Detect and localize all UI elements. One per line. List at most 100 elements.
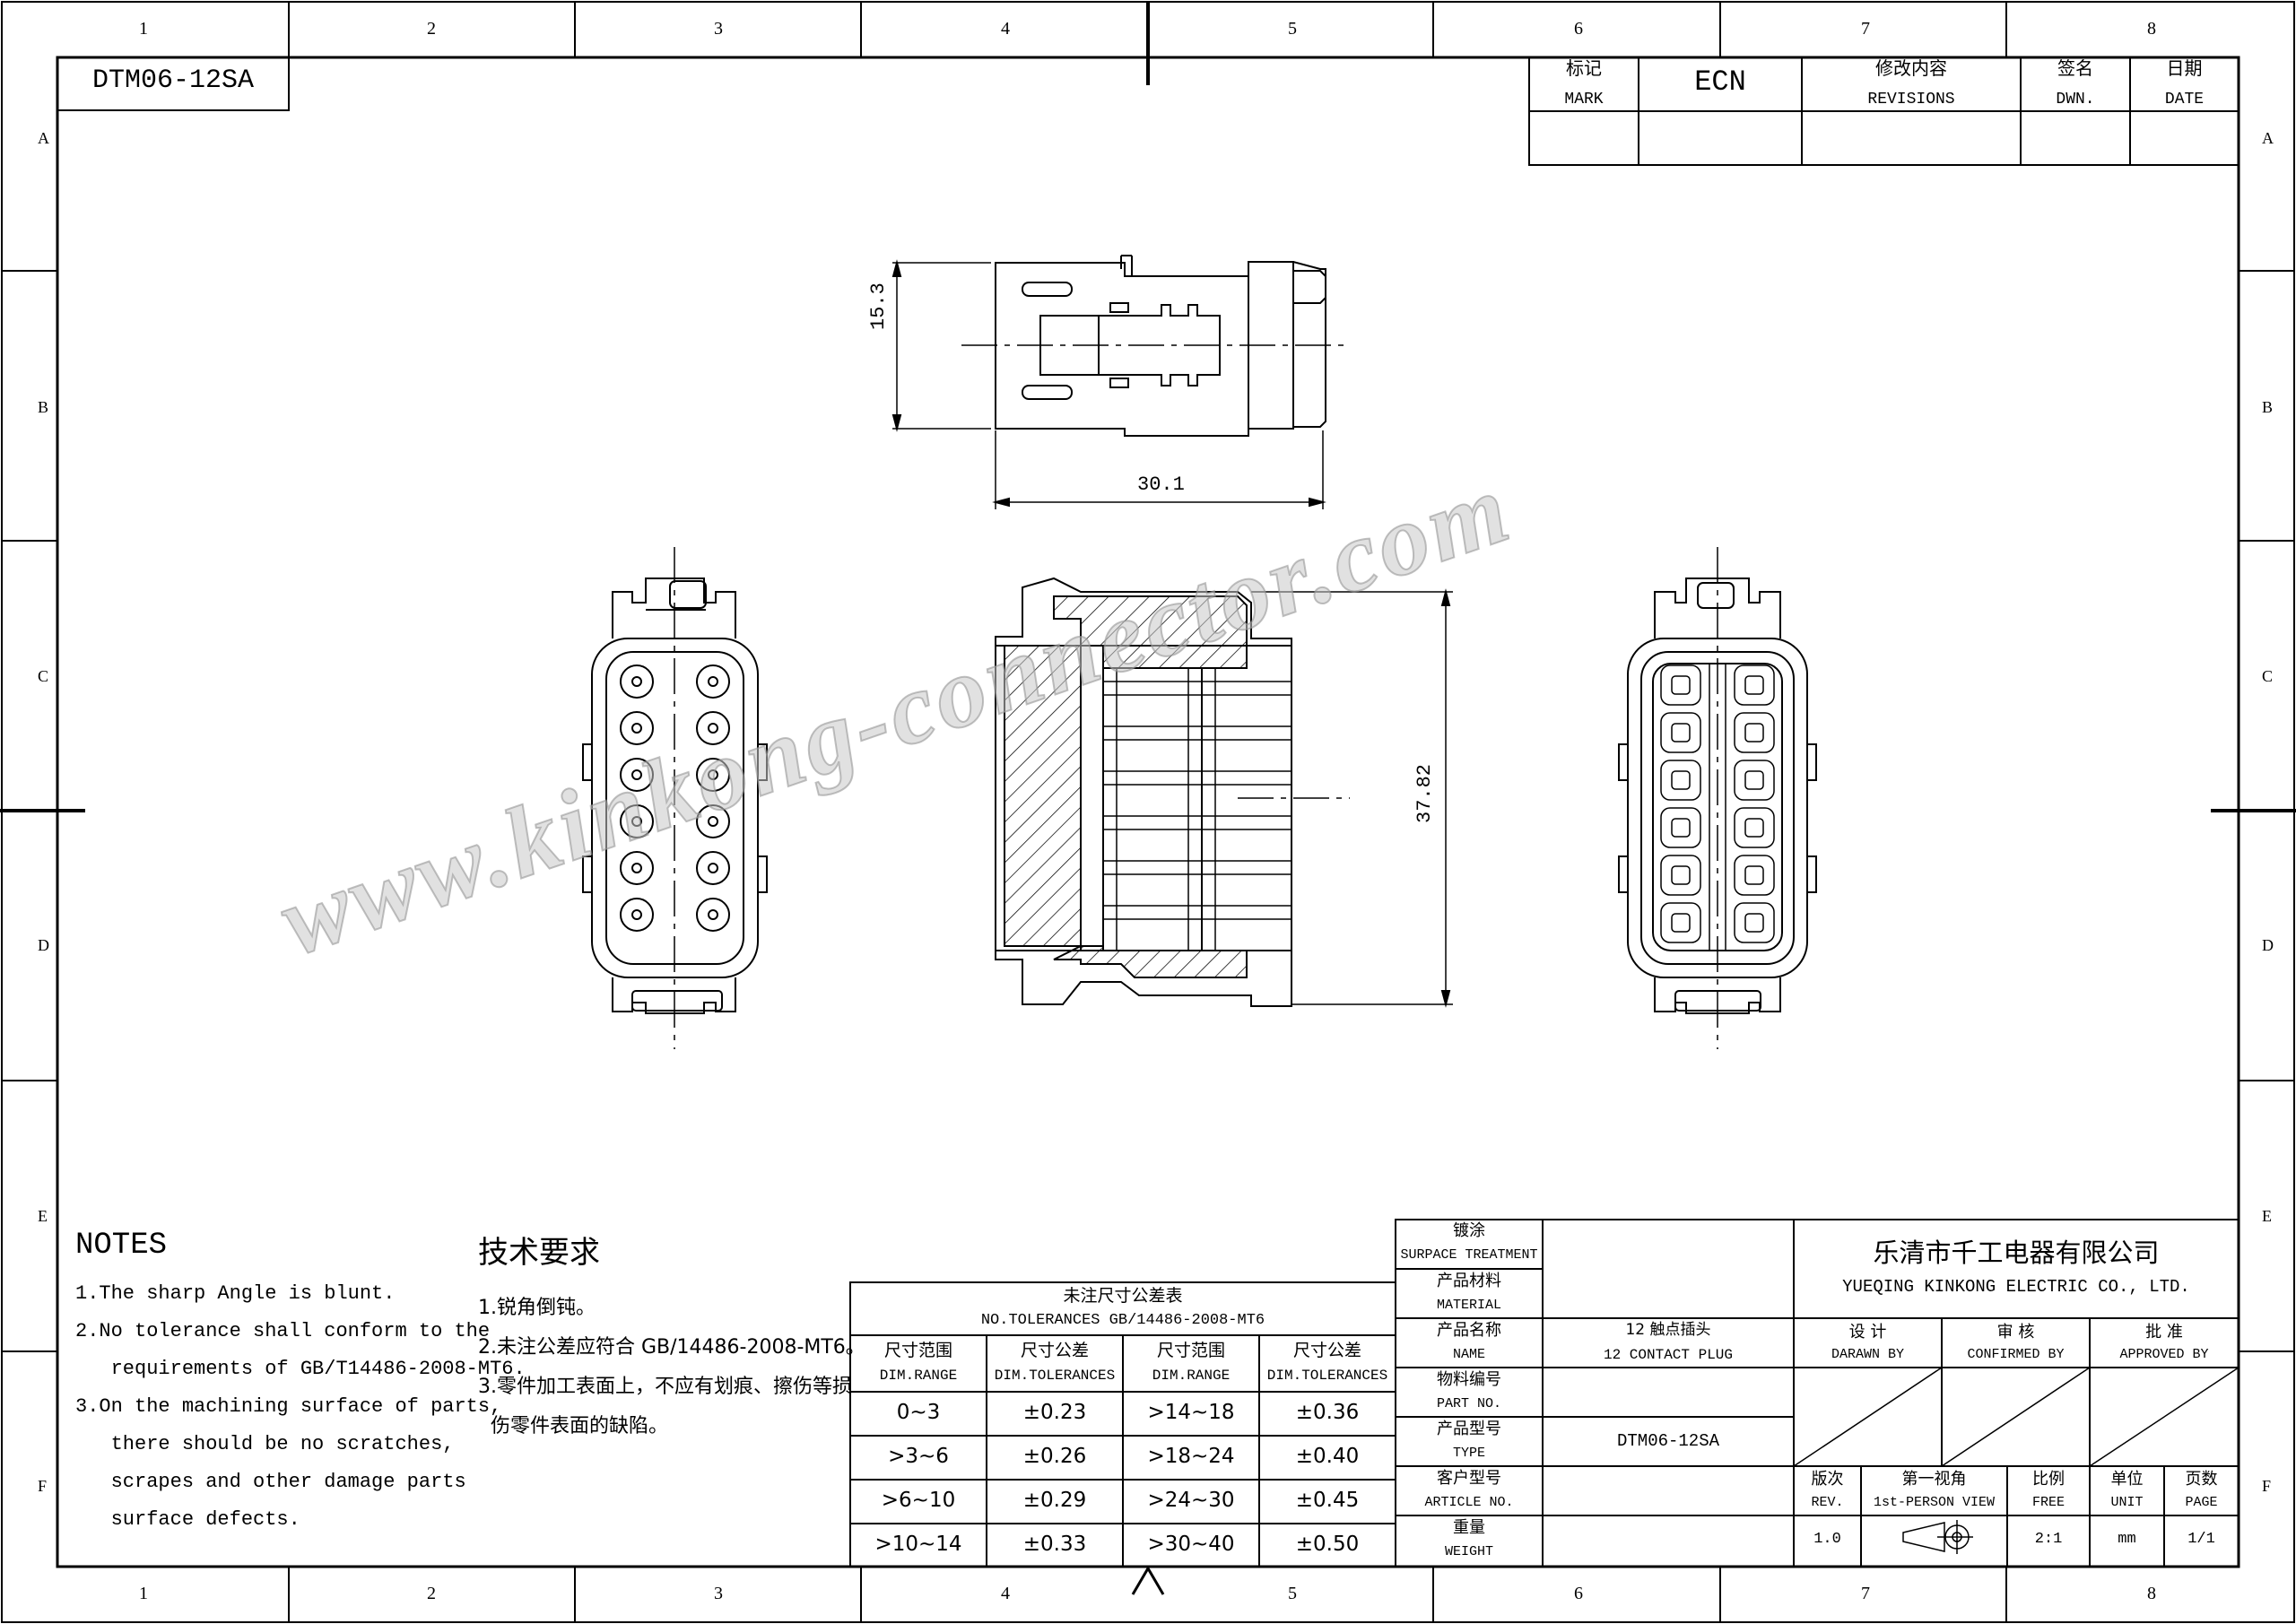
top-zone-7: 7 xyxy=(1861,19,1870,39)
bottom-zone-3: 3 xyxy=(714,1584,723,1603)
rev-date-cn: 日期 xyxy=(2166,57,2203,79)
right-zone-e: E xyxy=(2262,1207,2272,1225)
tol-cell: ±0.36 xyxy=(1295,1401,1360,1424)
left-zone-b: B xyxy=(38,398,49,416)
top-zone-8: 8 xyxy=(2147,19,2156,39)
left-zone-c: C xyxy=(38,667,49,685)
company-name-cn: 乐清市千工电器有限公司 xyxy=(1873,1238,2160,1268)
tol-cell: ±0.23 xyxy=(1022,1401,1087,1424)
tol-cell: ±0.45 xyxy=(1295,1489,1360,1512)
tb-type-cn: 产品型号 xyxy=(1437,1420,1501,1438)
bottom-zone-6: 6 xyxy=(1574,1584,1583,1603)
tb-view-cn: 第一视角 xyxy=(1901,1470,1967,1489)
tolerance-title-cn: 未注尺寸公差表 xyxy=(1063,1286,1183,1306)
tol-cell: >6~10 xyxy=(881,1489,956,1512)
tb-check-cn: 审 核 xyxy=(1996,1323,2035,1342)
tb-page-cn: 页数 xyxy=(2185,1470,2218,1489)
bottom-zone-1: 1 xyxy=(139,1584,148,1603)
top-zone-separators xyxy=(288,2,2007,57)
rev-mark-cn: 标记 xyxy=(1566,57,1602,79)
bottom-zone-separators xyxy=(288,1567,2007,1622)
tb-rev-value: 1.0 xyxy=(1813,1531,1841,1548)
tol-header-4-cn: 尺寸公差 xyxy=(1292,1341,1361,1360)
title-block-grid xyxy=(1395,1219,2239,1568)
tb-page-en: PAGE xyxy=(2185,1495,2218,1510)
tb-material-en: MATERIAL xyxy=(1436,1298,1501,1313)
right-zone-b: B xyxy=(2262,398,2274,416)
bottom-zone-4: 4 xyxy=(1001,1584,1010,1603)
dim-height-top: 15.3 xyxy=(867,282,890,330)
tb-view-en: 1st-PERSON VIEW xyxy=(1873,1495,1996,1510)
projection-symbol-icon xyxy=(1902,1520,1973,1554)
notes-line-4: 3.On the machining surface of parts, xyxy=(75,1395,502,1418)
tb-weight-en: WEIGHT xyxy=(1444,1544,1493,1559)
tb-approve-cn: 批 准 xyxy=(2145,1323,2183,1342)
tb-unit-value: mm xyxy=(2118,1531,2136,1548)
tol-cell: >10~14 xyxy=(874,1533,962,1556)
notes-line-5: there should be no scratches, xyxy=(75,1433,455,1455)
rev-content-cn: 修改内容 xyxy=(1875,57,1947,79)
tol-header-1-cn: 尺寸范围 xyxy=(883,1341,952,1360)
tol-cell: ±0.26 xyxy=(1022,1445,1087,1468)
right-zone-a: A xyxy=(2262,129,2274,147)
top-zone-6: 6 xyxy=(1574,19,1583,39)
rev-date-en: DATE xyxy=(2164,91,2205,109)
rev-dwn-en: DWN. xyxy=(2056,91,2095,109)
notes-title: NOTES xyxy=(75,1229,168,1263)
top-zone-2: 2 xyxy=(427,19,436,39)
front-view-drawing xyxy=(582,547,768,1049)
tb-surface-en: SURPACE TREATMENT xyxy=(1400,1247,1538,1263)
dim-height-side: 37.82 xyxy=(1413,763,1436,823)
tech-title: 技术要求 xyxy=(478,1235,600,1271)
tb-article-cn: 客户型号 xyxy=(1437,1469,1501,1488)
tb-scale-cn: 比例 xyxy=(2032,1470,2065,1489)
tol-header-3-cn: 尺寸范围 xyxy=(1156,1341,1225,1360)
top-zone-3: 3 xyxy=(714,19,723,39)
tb-design-cn: 设 计 xyxy=(1848,1323,1887,1342)
right-zone-d: D xyxy=(2262,936,2274,954)
bottom-zone-8: 8 xyxy=(2147,1584,2156,1603)
tol-cell: ±0.29 xyxy=(1022,1489,1087,1512)
tb-design-en: DARAWN BY xyxy=(1831,1347,1904,1362)
centering-marks xyxy=(0,2,2296,812)
tb-weight-cn: 重量 xyxy=(1453,1518,1485,1537)
tol-cell: >18~24 xyxy=(1147,1445,1235,1468)
tb-check-en: CONFIRMED BY xyxy=(1967,1347,2065,1362)
section-view-drawing xyxy=(995,577,1453,1008)
notes-line-6: scrapes and other damage parts xyxy=(75,1471,466,1493)
right-zone-c: C xyxy=(2262,667,2274,685)
tech-line-2: 2.未注公差应符合 GB/14486-2008-MT6。 xyxy=(478,1336,865,1359)
rev-ecn: ECN xyxy=(1694,65,1746,99)
rear-view-drawing xyxy=(1618,547,1817,1049)
tb-name-value-cn: 12 触点插头 xyxy=(1625,1321,1711,1339)
tol-cell: ±0.33 xyxy=(1022,1533,1087,1556)
tb-rev-en: REV. xyxy=(1811,1495,1844,1510)
tb-article-en: ARTICLE NO. xyxy=(1424,1495,1514,1510)
top-zone-1: 1 xyxy=(139,19,148,39)
tolerance-title-en: NO.TOLERANCES GB/14486-2008-MT6 xyxy=(980,1312,1265,1329)
top-view-drawing xyxy=(891,255,1345,509)
tol-cell: >14~18 xyxy=(1147,1401,1235,1424)
left-zone-f: F xyxy=(38,1477,48,1495)
tech-line-4: 伤零件表面的缺陷。 xyxy=(478,1415,668,1437)
drawing-id-box xyxy=(57,56,290,111)
tech-line-3: 3.零件加工表面上，不应有划痕、擦伤等损 xyxy=(478,1376,852,1398)
tb-approve-en: APPROVED BY xyxy=(2119,1347,2209,1362)
left-zone-a: A xyxy=(38,129,49,147)
tb-scale-en: FREE xyxy=(2031,1495,2065,1510)
notes-line-2: 2.No tolerance shall conform to the xyxy=(75,1320,491,1342)
bottom-zone-7: 7 xyxy=(1861,1584,1870,1603)
tb-surface-cn: 镀涂 xyxy=(1453,1221,1485,1240)
revision-table xyxy=(1528,56,2239,166)
tol-cell: >30~40 xyxy=(1147,1533,1235,1556)
rev-content-en: REVISIONS xyxy=(1867,91,1955,109)
tb-name-cn: 产品名称 xyxy=(1437,1321,1501,1340)
tb-partno-en: PART NO. xyxy=(1436,1396,1501,1411)
notes-line-7: surface defects. xyxy=(75,1508,300,1531)
tb-page-value: 1/1 xyxy=(2187,1531,2215,1548)
tol-cell: ±0.40 xyxy=(1295,1445,1360,1468)
left-zone-d: D xyxy=(38,936,49,954)
dim-width-top: 30.1 xyxy=(1137,473,1185,496)
tol-cell: >24~30 xyxy=(1147,1489,1235,1512)
notes-line-1: 1.The sharp Angle is blunt. xyxy=(75,1282,396,1305)
